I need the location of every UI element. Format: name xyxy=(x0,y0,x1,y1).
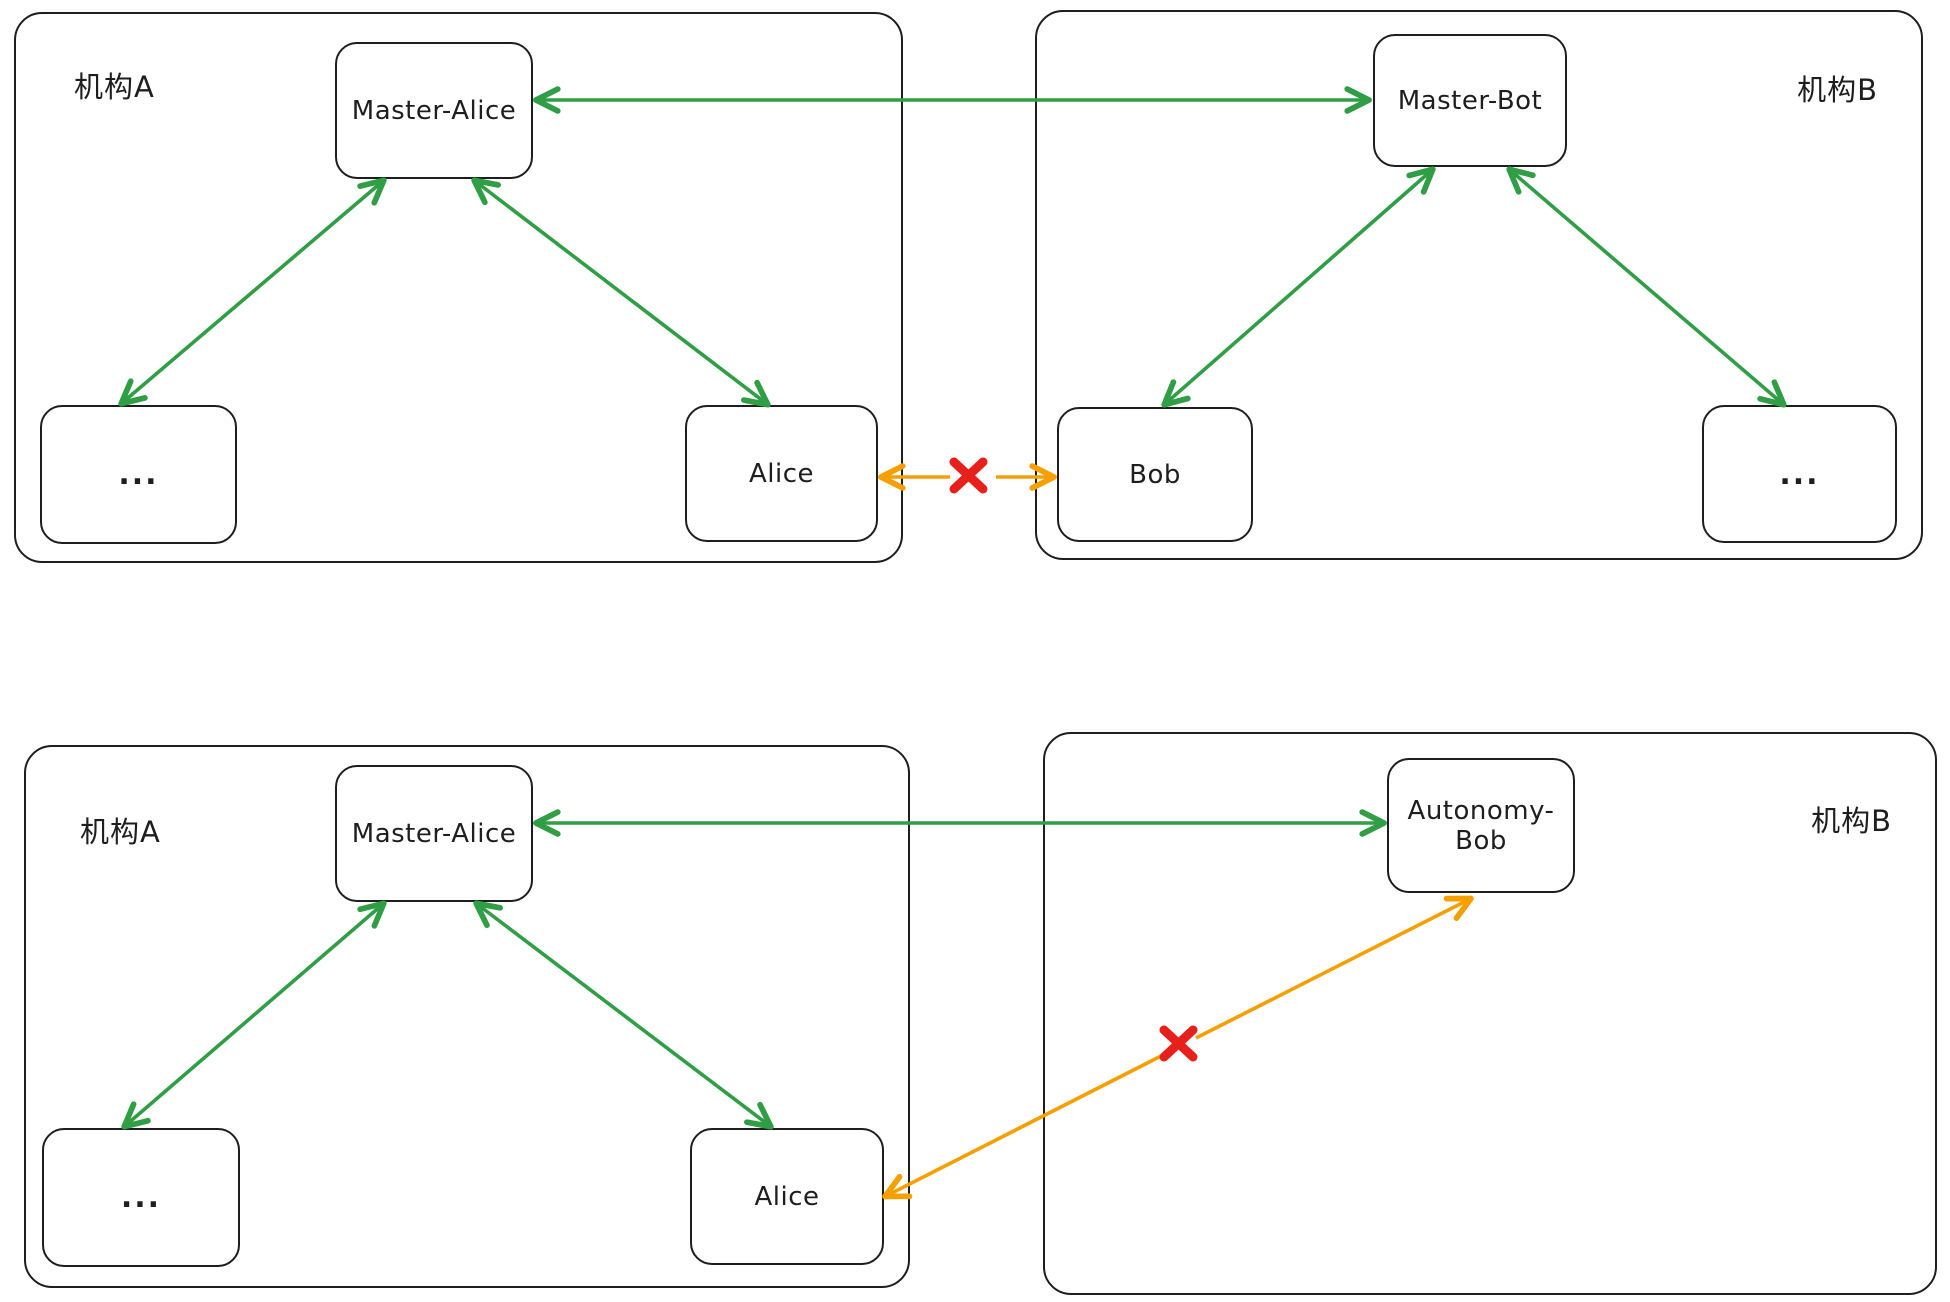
node-master-alice-bottom: Master-Alice xyxy=(335,765,533,902)
org-b-label-top: 机构B xyxy=(1797,73,1878,107)
org-a-label-top: 机构A xyxy=(74,70,155,104)
node-master-bot-top: Master-Bot xyxy=(1373,34,1567,167)
org-a-container-top: 机构A xyxy=(14,12,903,563)
org-b-label-bottom: 机构B xyxy=(1811,804,1892,838)
node-master-alice-top: Master-Alice xyxy=(335,42,533,179)
node-other-agents-a-top: ... xyxy=(40,405,237,544)
org-b-container-bottom: 机构B xyxy=(1043,732,1937,1295)
node-alice-top: Alice xyxy=(685,405,878,542)
arrow-alice-bob-blocked-top xyxy=(878,457,1057,494)
org-b-container-top: 机构B xyxy=(1035,10,1923,560)
org-a-container-bottom: 机构A xyxy=(24,745,910,1288)
node-other-agents-b-top: ... xyxy=(1702,405,1897,543)
org-a-label-bottom: 机构A xyxy=(80,815,161,849)
node-alice-bottom: Alice xyxy=(690,1128,884,1265)
node-other-agents-a-bottom: ... xyxy=(42,1128,240,1267)
node-autonomy-bob-bottom: Autonomy-Bob xyxy=(1387,758,1575,893)
node-bob-top: Bob xyxy=(1057,407,1253,542)
blocked-x-icon-top xyxy=(949,457,988,494)
